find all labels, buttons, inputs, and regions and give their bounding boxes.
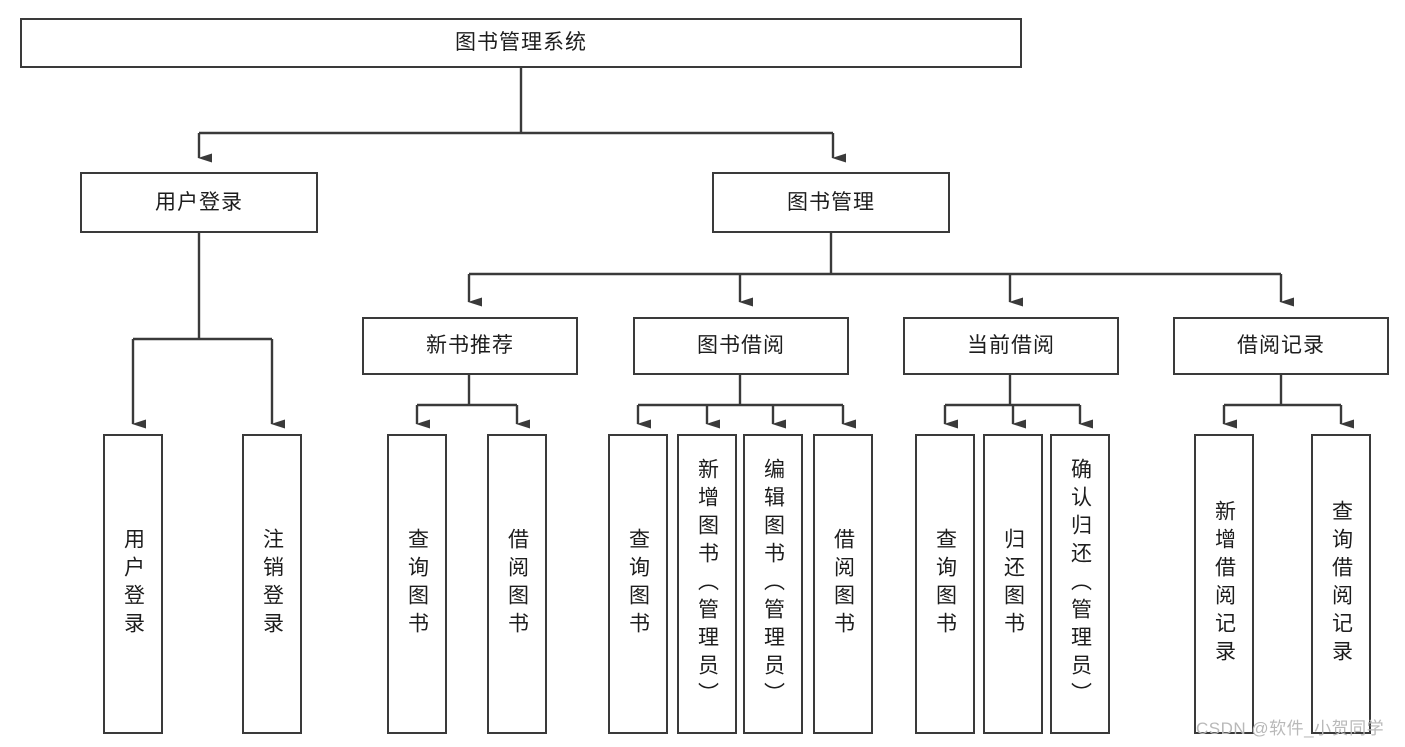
node-label: 图书管理 — [787, 190, 875, 214]
node-label: 用户登录 — [121, 528, 145, 640]
node-borrow-record[interactable]: 借阅记录 — [1173, 317, 1389, 375]
leaf-borrow-record-query-record[interactable]: 查询借阅记录 — [1311, 434, 1371, 734]
leaf-new-book-borrow-book[interactable]: 借阅图书 — [487, 434, 547, 734]
leaf-book-borrow-query-book[interactable]: 查询图书 — [608, 434, 668, 734]
leaf-book-borrow-edit-book-admin[interactable]: 编辑图书（管理员） — [743, 434, 803, 734]
node-label: 查询图书 — [626, 528, 650, 640]
leaf-new-book-query-book[interactable]: 查询图书 — [387, 434, 447, 734]
node-user-login[interactable]: 用户登录 — [80, 172, 318, 233]
node-label: 查询借阅记录 — [1329, 500, 1353, 668]
node-label: 新增借阅记录 — [1212, 500, 1236, 668]
node-label: 新书推荐 — [426, 334, 514, 358]
node-label: 新增图书（管理员） — [695, 458, 719, 710]
node-label: 借阅图书 — [505, 528, 529, 640]
node-label: 借阅记录 — [1237, 334, 1325, 358]
node-label: 归还图书 — [1001, 528, 1025, 640]
node-label: 查询图书 — [933, 528, 957, 640]
node-label: 查询图书 — [405, 528, 429, 640]
leaf-book-borrow-borrow-book[interactable]: 借阅图书 — [813, 434, 873, 734]
leaf-current-borrow-return-book[interactable]: 归还图书 — [983, 434, 1043, 734]
leaf-borrow-record-add-record[interactable]: 新增借阅记录 — [1194, 434, 1254, 734]
node-new-book-recommend[interactable]: 新书推荐 — [362, 317, 578, 375]
node-book-management[interactable]: 图书管理 — [712, 172, 950, 233]
watermark: CSDN @软件_小贺同学 — [1196, 719, 1385, 738]
leaf-current-borrow-confirm-return-admin[interactable]: 确认归还（管理员） — [1050, 434, 1110, 734]
leaf-book-borrow-add-book-admin[interactable]: 新增图书（管理员） — [677, 434, 737, 734]
node-label: 确认归还（管理员） — [1068, 458, 1092, 710]
node-current-borrow[interactable]: 当前借阅 — [903, 317, 1119, 375]
node-label: 注销登录 — [260, 528, 284, 640]
node-root-book-management-system[interactable]: 图书管理系统 — [20, 18, 1022, 68]
node-label: 编辑图书（管理员） — [761, 458, 785, 710]
node-label: 用户登录 — [155, 190, 243, 214]
node-book-borrow[interactable]: 图书借阅 — [633, 317, 849, 375]
leaf-user-login-login[interactable]: 用户登录 — [103, 434, 163, 734]
node-label: 图书管理系统 — [455, 31, 587, 55]
leaf-current-borrow-query-book[interactable]: 查询图书 — [915, 434, 975, 734]
node-label: 借阅图书 — [831, 528, 855, 640]
node-label: 图书借阅 — [697, 334, 785, 358]
node-label: 当前借阅 — [967, 334, 1055, 358]
leaf-user-login-logout[interactable]: 注销登录 — [242, 434, 302, 734]
